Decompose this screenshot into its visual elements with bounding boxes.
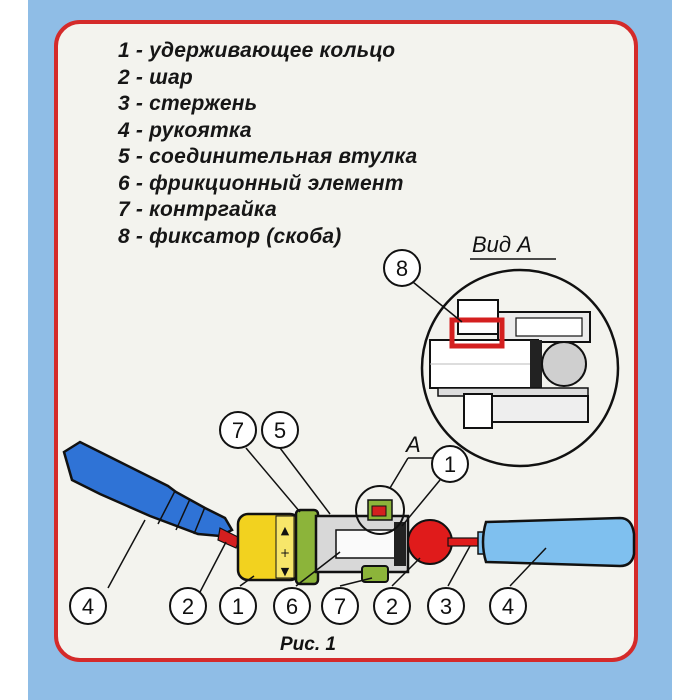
svg-text:2: 2	[182, 594, 194, 619]
legend-item: 7 - контргайка	[118, 198, 277, 221]
ball	[407, 519, 453, 565]
svg-text:8: 8	[396, 256, 408, 281]
view-a-detail	[420, 268, 620, 468]
callout-1-bottom: 1	[219, 587, 257, 625]
svg-text:▼: ▼	[281, 565, 290, 578]
legend-item: 4 - рукоятка	[118, 118, 252, 142]
callout-3: 3	[427, 587, 465, 625]
svg-text:4: 4	[82, 594, 94, 619]
callout-6: 6	[273, 587, 311, 625]
rod-tip	[447, 537, 481, 547]
svg-text:6: 6	[286, 594, 298, 619]
callout-2-left: 2	[169, 587, 207, 625]
legend-item: 3 - стержень	[118, 92, 258, 115]
svg-text:3: 3	[440, 594, 452, 619]
svg-text:5: 5	[274, 418, 286, 443]
svg-text:7: 7	[232, 418, 244, 443]
svg-text:7: 7	[334, 594, 346, 619]
view-a-label: Вид А	[472, 232, 532, 257]
left-handle	[62, 440, 241, 549]
svg-text:+: +	[280, 546, 290, 560]
leader-8	[407, 277, 463, 323]
callout-1-top: 1	[431, 445, 469, 483]
svg-text:2: 2	[386, 594, 398, 619]
legend-item: 5 - соединительная втулка	[118, 145, 418, 168]
view-a-marker-label: А	[404, 432, 421, 457]
leader-lines	[107, 447, 547, 593]
yellow-sleeve: ▲ + ▼	[236, 512, 302, 582]
view-a-marker-circle	[355, 485, 405, 535]
callout-8: 8	[383, 249, 421, 287]
lock-nut	[294, 508, 320, 586]
legend-item: 8 - фиксатор (скоба)	[118, 224, 342, 248]
callout-4-left: 4	[69, 587, 107, 625]
callout-4-right: 4	[489, 587, 527, 625]
callout-7-top: 7	[219, 411, 257, 449]
figure-caption: Рис. 1	[280, 634, 336, 655]
svg-text:▲: ▲	[281, 524, 290, 537]
svg-text:4: 4	[502, 594, 514, 619]
svg-text:1: 1	[444, 452, 456, 477]
legend-item: 6 - фрикционный элемент	[118, 171, 404, 195]
callout-5-top: 5	[261, 411, 299, 449]
right-handle	[477, 516, 636, 568]
legend-item: 1 - удерживающее кольцо	[118, 39, 396, 62]
legend: 1 - удерживающее кольцо 2 - шар 3 - стер…	[118, 38, 417, 250]
callout-2-bottom: 2	[373, 587, 411, 625]
callout-7-bottom: 7	[321, 587, 359, 625]
svg-text:1: 1	[232, 594, 244, 619]
legend-item: 2 - шар	[118, 65, 193, 89]
